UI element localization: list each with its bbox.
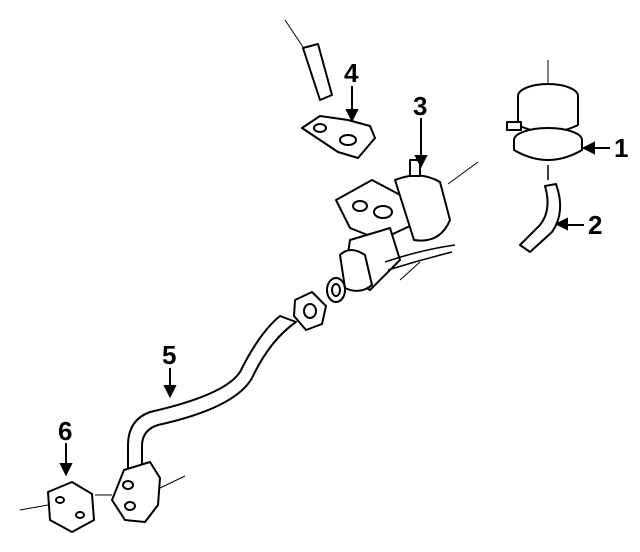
- part-3-egr-valve: [335, 159, 479, 292]
- part-5-pipe: [111, 315, 297, 523]
- callout-4: 4: [344, 58, 359, 88]
- part-washer-nut: [293, 277, 346, 331]
- callout-arrows: [59, 86, 610, 477]
- part-2-hose: [519, 183, 562, 253]
- callout-5: 5: [162, 340, 176, 370]
- part-1-air-valve: [506, 60, 583, 180]
- callout-2: 2: [588, 210, 602, 240]
- callout-6: 6: [58, 416, 72, 446]
- callout-3: 3: [413, 91, 427, 121]
- callout-1: 1: [614, 133, 628, 163]
- part-4-gasket: [284, 19, 376, 159]
- part-6-gasket: [19, 481, 112, 533]
